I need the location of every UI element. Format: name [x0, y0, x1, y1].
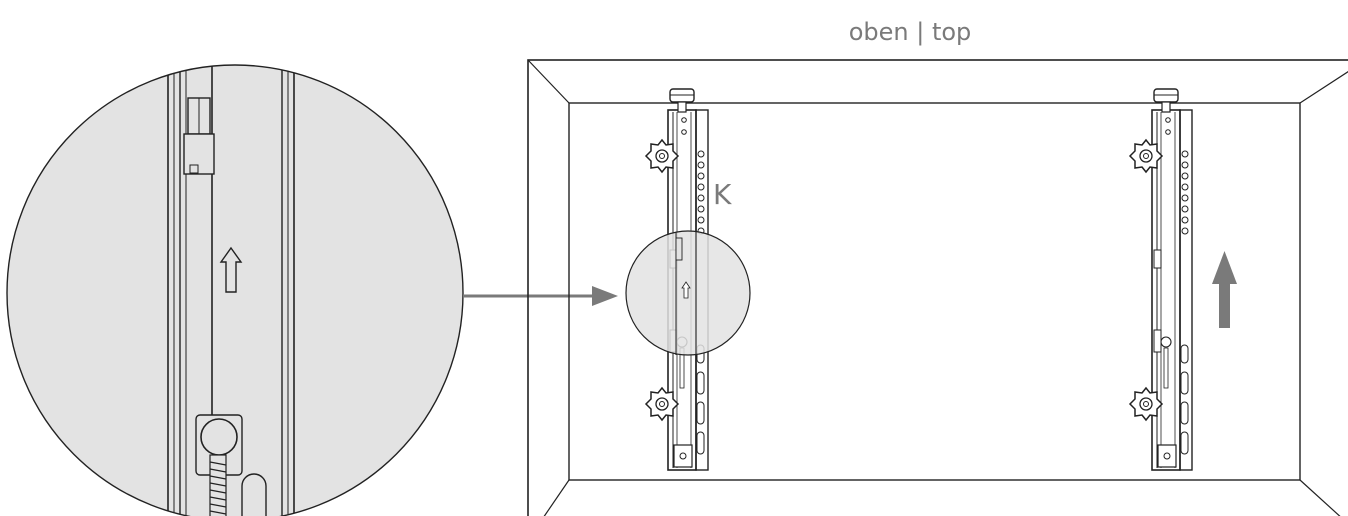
arrow-right-icon	[463, 286, 618, 306]
right-bracket	[1129, 88, 1193, 471]
zoom-marker	[625, 230, 751, 356]
arrow-up-icon	[1212, 251, 1237, 328]
top-label: oben | top	[849, 18, 972, 46]
star-knob-icon	[645, 387, 679, 421]
outline-arrow-up-icon	[219, 246, 243, 293]
star-knob-icon	[1129, 387, 1163, 421]
star-knob-icon	[1129, 139, 1163, 173]
tv-frame	[527, 59, 1348, 516]
bracket-label-k: K	[713, 178, 732, 211]
zoom-detail	[6, 64, 464, 516]
star-knob-icon	[645, 139, 679, 173]
